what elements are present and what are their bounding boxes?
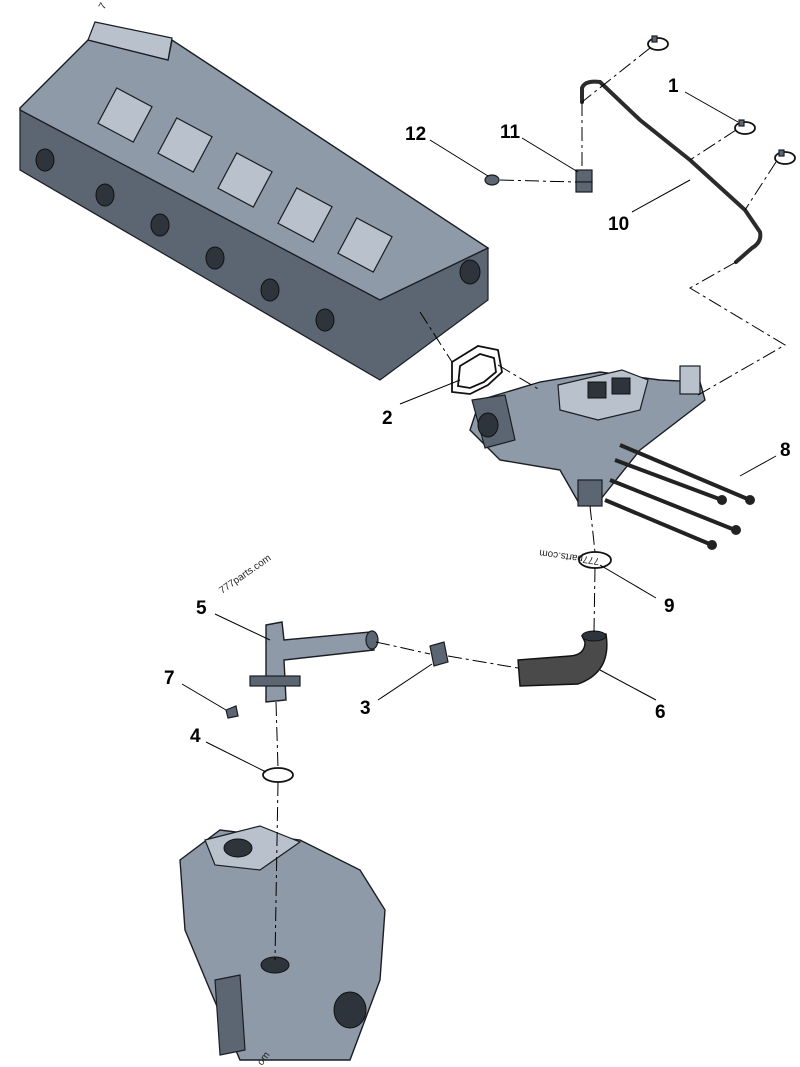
bolts	[604, 443, 755, 550]
callout-9: 9	[664, 596, 675, 617]
o-ring-4	[262, 767, 294, 783]
hose-elbow-6	[517, 633, 608, 687]
leader-lines	[181, 91, 777, 773]
lower-housing	[179, 825, 386, 1061]
callout-labels: 1 2 3 4 5 6 7 8 9 10 11 12	[164, 76, 791, 747]
clips-1	[647, 35, 796, 165]
callout-2: 2	[382, 408, 393, 429]
valve-springs	[97, 87, 393, 273]
pump-housing	[469, 365, 706, 507]
callout-6: 6	[655, 702, 666, 723]
callout-4: 4	[190, 726, 201, 747]
washer-12	[484, 174, 500, 186]
callout-7: 7	[164, 668, 175, 689]
cylinder-head	[19, 21, 490, 381]
outlet-pipe-5	[249, 621, 379, 703]
callout-10: 10	[608, 214, 629, 235]
connector-3	[429, 641, 449, 667]
screw-7	[225, 705, 239, 719]
watermark-left: 777parts.com	[217, 553, 273, 597]
gasket	[451, 345, 503, 395]
callout-8: 8	[780, 440, 791, 461]
fitting-11	[575, 169, 593, 193]
assembly-lines	[274, 47, 786, 961]
watermark-top-left: 7	[97, 1, 110, 12]
callout-3: 3	[360, 698, 371, 719]
watermark-right: 777parts.com	[539, 547, 601, 566]
side-ports	[35, 148, 481, 332]
callout-5: 5	[196, 598, 207, 619]
callout-11: 11	[500, 122, 521, 143]
callout-1: 1	[668, 76, 679, 97]
callout-12: 12	[405, 124, 426, 145]
